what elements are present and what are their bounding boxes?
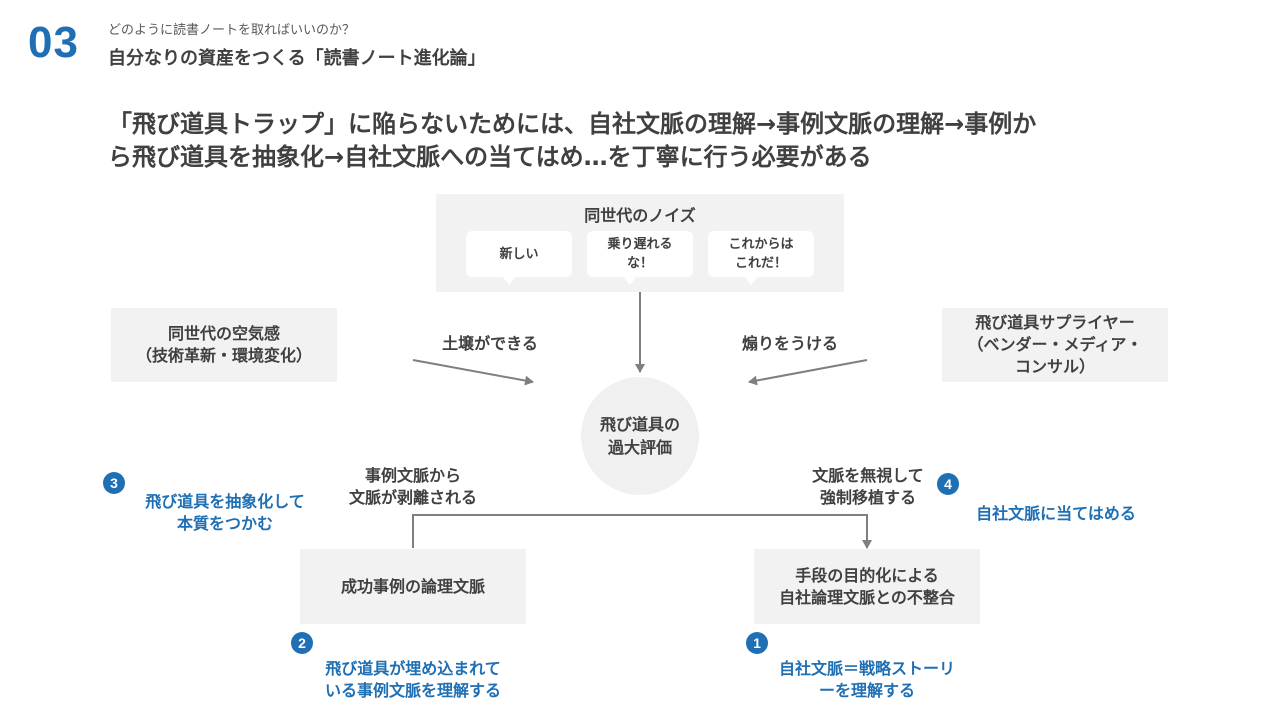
noise-bubble-this-is-it: これからは これだ！ (708, 231, 814, 285)
step-2-line2: いる事例文脈を理解する (324, 681, 501, 700)
step-1-badge: 1 (746, 632, 768, 654)
forced-transplant-line2: 強制移植する (819, 488, 916, 507)
generation-atmosphere-line2: （技術革新・環境変化） (135, 346, 312, 365)
overvaluation-line1: 飛び道具の (599, 415, 680, 434)
means-end-mismatch-box: 手段の目的化による 自社論理文脈との不整合 (754, 549, 980, 624)
step-2-line1: 飛び道具が埋め込まれて (325, 659, 501, 678)
means-end-mismatch-line2: 自社論理文脈との不整合 (779, 587, 955, 607)
tool-supplier-line3: コンサル） (1014, 357, 1095, 376)
noise-bubble-3-line2: これだ！ (734, 256, 787, 271)
generation-atmosphere-line1: 同世代の空気感 (167, 324, 280, 343)
step-3-text: 飛び道具を抽象化して 本質をつかむ (120, 491, 330, 535)
noise-bubble-new: 新しい (466, 231, 572, 285)
tool-supplier-box: 飛び道具サプライヤー （ベンダー・メディア・ コンサル） (942, 308, 1168, 382)
noise-bubble-2-line1: 乗り遅れる (607, 237, 673, 252)
step-1-line2: ーを理解する (818, 681, 915, 700)
headline-line-1: 「飛び道具トラップ」に陥らないためには、自社文脈の理解→事例文脈の理解→事例か (108, 110, 1037, 138)
label-context-detached: 事例文脈から 文脈が剥離される (323, 465, 503, 509)
step-4-text: 自社文脈に当てはめる (946, 503, 1166, 525)
forced-transplant-line1: 文脈を無視して (812, 466, 924, 485)
step-1-text: 自社文脈＝戦略ストーリ ーを理解する (754, 658, 980, 702)
context-detached-line1: 事例文脈から (364, 466, 461, 485)
arrow-left-to-circle (412, 359, 534, 386)
headline-line-2: ら飛び道具を抽象化→自社文脈への当てはめ…を丁寧に行う必要がある (108, 143, 872, 171)
step-1-line1: 自社文脈＝戦略ストーリ (778, 659, 955, 678)
success-case-logic-line1: 成功事例の論理文脈 (340, 576, 485, 596)
tool-supplier-line1: 飛び道具サプライヤー (975, 313, 1135, 332)
label-soil-formed: 土壌ができる (442, 334, 538, 353)
branch-connector (412, 514, 872, 549)
overvaluation-line2: 過大評価 (607, 438, 672, 457)
generation-atmosphere-box: 同世代の空気感 （技術革新・環境変化） (111, 308, 337, 382)
step-2-text: 飛び道具が埋め込まれて いる事例文脈を理解する (300, 658, 526, 702)
noise-box-title: 同世代のノイズ (584, 206, 696, 225)
headline: 「飛び道具トラップ」に陥らないためには、自社文脈の理解→事例文脈の理解→事例か … (108, 108, 1188, 174)
success-case-logic-box: 成功事例の論理文脈 (300, 549, 526, 624)
step-3-line2: 本質をつかむ (176, 514, 273, 533)
section-number: 03 (28, 18, 79, 67)
noise-bubble-1-line1: 新しい (499, 246, 539, 262)
overvaluation-circle: 飛び道具の 過大評価 (581, 377, 699, 495)
tool-supplier-line2: （ベンダー・メディア・ (967, 335, 1143, 354)
step-4-badge: 4 (937, 473, 959, 495)
section-subtitle: どのように読書ノートを取ればいいのか？ (108, 23, 356, 38)
arrow-right-to-circle (748, 359, 868, 386)
noise-bubble-3-line1: これからは (728, 237, 794, 252)
step-3-line1: 飛び道具を抽象化して (145, 492, 305, 511)
label-forced-transplant: 文脈を無視して 強制移植する (778, 465, 958, 509)
step-4-line1: 自社文脈に当てはめる (976, 504, 1136, 523)
step-2-badge: 2 (291, 632, 313, 654)
label-get-hyped: 煽りをうける (741, 334, 838, 353)
section-title: 自分なりの資産をつくる「読書ノート進化論」 (108, 48, 486, 69)
step-3-badge: 3 (103, 472, 125, 494)
means-end-mismatch-line1: 手段の目的化による (795, 565, 939, 585)
noise-bubble-2-line2: な！ (626, 256, 653, 271)
context-detached-line2: 文脈が剥離される (348, 488, 477, 507)
noise-box: 同世代のノイズ 新しい 乗り遅れる な！ これからは これだ！ (436, 194, 844, 292)
noise-bubble-dont-miss: 乗り遅れる な！ (587, 231, 693, 285)
